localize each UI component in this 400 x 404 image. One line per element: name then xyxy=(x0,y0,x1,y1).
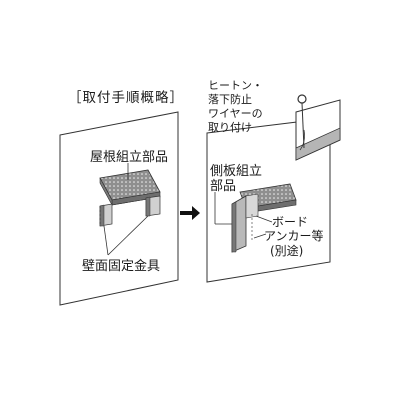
bracket-leader-2 xyxy=(107,215,149,256)
side-plate-part xyxy=(231,193,259,253)
bracket-leader-1 xyxy=(103,225,109,256)
wall-bracket-label: 壁面固定金具 xyxy=(82,259,161,274)
wire-curve xyxy=(299,129,305,151)
wire-label-line-4: 取り付け xyxy=(208,121,252,134)
wire-label-line-2: 落下防止 xyxy=(208,93,252,106)
anchor-label-line-1: ボード xyxy=(272,215,309,229)
side-plate-label-line-1: 側板組立 xyxy=(210,164,263,179)
wall-bracket-left xyxy=(99,203,113,227)
wire-label-line-1: ヒートン・ xyxy=(208,79,263,92)
roof-parts-label: 屋根組立部品 xyxy=(90,150,169,165)
eye-hook-icon xyxy=(297,94,307,104)
step-arrow xyxy=(180,206,200,220)
anchor-label-line-2: アンカー等 xyxy=(264,229,324,243)
wire-label-line-3: ワイヤーの xyxy=(208,107,263,120)
procedure-title: ［取付手順概略］ xyxy=(68,90,184,106)
wire-attachment-label: ヒートン・ 落下防止 ワイヤーの 取り付け xyxy=(208,79,263,135)
anchor-leader-1 xyxy=(255,215,273,223)
fall-prevention-wire xyxy=(301,102,305,149)
inset-roof-corner xyxy=(295,127,341,161)
left-wall-panel xyxy=(59,111,179,306)
anchor-label-line-3: (別途) xyxy=(270,244,304,258)
side-plate-label-line-2: 部品 xyxy=(210,179,237,194)
wall-bracket-right xyxy=(145,195,161,217)
anchor-leader-2 xyxy=(253,233,267,239)
